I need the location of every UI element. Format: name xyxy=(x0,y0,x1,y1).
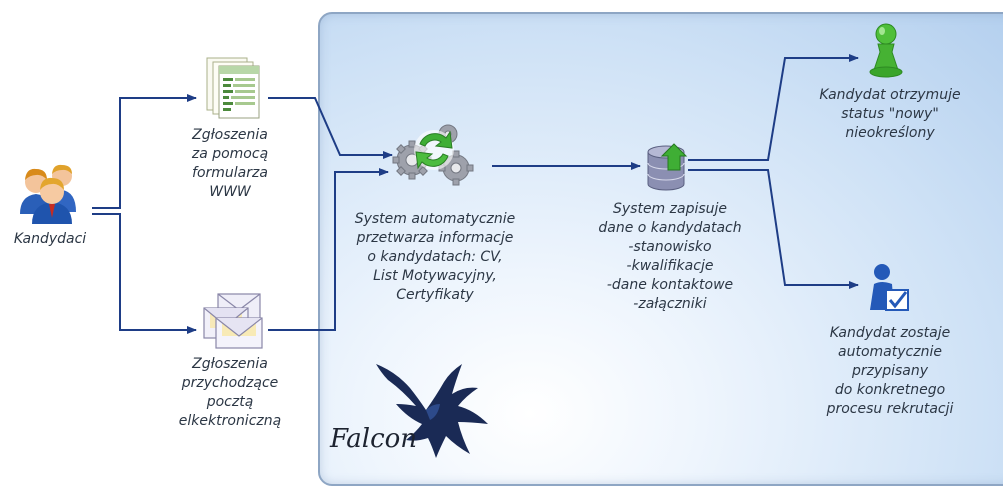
form-document-icon xyxy=(206,57,260,119)
label-line: przychodzące xyxy=(181,375,279,391)
label-line: System zapisuje xyxy=(612,201,728,217)
label-line: procesu rekrutacji xyxy=(826,401,954,417)
envelopes-icon xyxy=(203,293,263,349)
label-line: WWW xyxy=(209,184,251,200)
label-line: pocztą xyxy=(206,394,254,410)
falcon-logo-icon xyxy=(376,364,488,458)
label-line: do konkretnego xyxy=(834,382,946,398)
label-line: automatycznie xyxy=(838,344,942,360)
label-line: o kandydatach: CV, xyxy=(367,249,503,265)
label-line: formularza xyxy=(192,165,268,181)
label-line: Kandydat zostaje xyxy=(829,325,951,341)
label-line: elkektroniczną xyxy=(178,413,282,429)
connector-email-process xyxy=(268,168,389,331)
label-storage: System zapisuje dane o kandydatach -stan… xyxy=(580,200,760,314)
label-web-form: Zgłoszenia za pomocą formularza WWW xyxy=(170,126,290,202)
label-line: Zgłoszenia xyxy=(192,127,268,143)
label-line: Kandydat otrzymuje xyxy=(819,87,961,103)
label-line: nieokreślony xyxy=(845,125,935,141)
flow-connectors xyxy=(92,54,859,334)
label-line: Kandydaci xyxy=(13,231,87,247)
label-line: Zgłoszenia xyxy=(192,356,268,372)
label-processing: System automatycznie przetwarza informac… xyxy=(335,210,535,305)
label-email: Zgłoszenia przychodzące pocztą elkektron… xyxy=(160,355,300,431)
label-candidates: Kandydaci xyxy=(2,230,98,249)
database-icon xyxy=(647,143,688,191)
label-line: -kwalifikacje xyxy=(626,258,714,274)
pawn-icon xyxy=(869,23,903,78)
label-line: -dane kontaktowe xyxy=(606,277,734,293)
brand-wordmark: Falcon xyxy=(330,424,418,454)
label-line: -stanowisko xyxy=(628,239,712,255)
users-group-icon xyxy=(20,164,76,224)
label-line: przetwarza informacje xyxy=(356,230,514,246)
label-assigned: Kandydat zostaje automatycznie przypisan… xyxy=(800,324,980,419)
label-line: przypisany xyxy=(851,363,929,379)
connector-web-process xyxy=(268,97,393,159)
label-status-new: Kandydat otrzymuje status "nowy" nieokre… xyxy=(800,86,980,143)
label-line: List Motywacyjny, xyxy=(373,268,497,284)
label-line: status "nowy" xyxy=(841,106,939,122)
connector-storage-status xyxy=(688,54,859,161)
gears-icon xyxy=(392,124,474,186)
label-line: za pomocą xyxy=(191,146,269,162)
label-line: dane o kandydatach xyxy=(598,220,742,236)
label-line: -załączniki xyxy=(633,296,707,312)
label-line: System automatycznie xyxy=(354,211,516,227)
user-checked-icon xyxy=(870,264,909,311)
connector-candidates-email xyxy=(92,213,197,334)
connector-candidates-web xyxy=(92,94,197,209)
connector-storage-assigned xyxy=(688,169,859,289)
label-line: Certyfikaty xyxy=(396,287,474,303)
